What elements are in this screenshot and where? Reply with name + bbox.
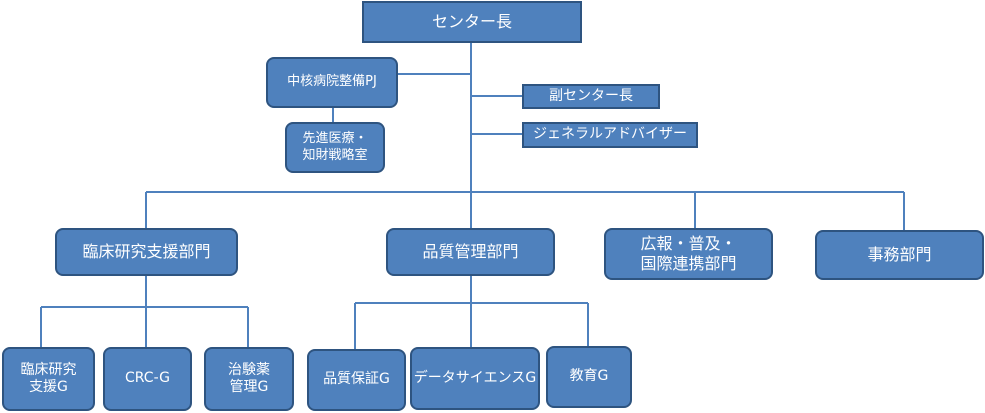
clinical-support-group-line2: 支援G	[29, 379, 68, 395]
pr-dept-line2: 国際連携部門	[640, 254, 737, 273]
quality-management-dept-label: 品質管理部門	[422, 242, 519, 261]
investigational-drug-group-line2: 管理G	[229, 379, 269, 395]
pr-international-dept-box: 広報・普及・ 国際連携部門	[604, 228, 773, 280]
general-advisor-label: ジェネラルアドバイザー	[533, 126, 687, 143]
investigational-drug-group-line1: 治験薬	[228, 361, 270, 378]
administration-dept-label: 事務部門	[867, 245, 932, 264]
deputy-director-label: 副センター長	[549, 87, 633, 104]
advanced-medicine-line1: 先進医療・	[302, 131, 368, 147]
clinical-support-dept-box: 臨床研究支援部門	[55, 228, 238, 276]
quality-assurance-group-box: 品質保証G	[307, 349, 406, 411]
pr-dept-line1: 広報・普及・	[640, 234, 737, 253]
data-science-group-box: データサイエンスG	[410, 347, 540, 410]
clinical-support-group-line1: 臨床研究	[20, 361, 77, 378]
core-hospital-pj-label: 中核病院整備PJ	[287, 74, 377, 90]
center-director-label: センター長	[431, 12, 512, 31]
advanced-medicine-box: 先進医療・ 知財戦略室	[285, 122, 385, 173]
investigational-drug-group-box: 治験薬 管理G	[204, 347, 294, 411]
clinical-support-group-box: 臨床研究 支援G	[2, 347, 95, 411]
quality-assurance-group-label: 品質保証G	[323, 371, 390, 388]
data-science-group-label: データサイエンスG	[413, 369, 537, 386]
crc-group-label: CRC-G	[125, 370, 170, 387]
deputy-director-box: 副センター長	[522, 84, 660, 109]
center-director-box: センター長	[362, 1, 582, 43]
advanced-medicine-line2: 知財戦略室	[302, 147, 368, 163]
administration-dept-box: 事務部門	[815, 230, 984, 280]
crc-group-box: CRC-G	[103, 347, 192, 411]
general-advisor-box: ジェネラルアドバイザー	[522, 122, 698, 148]
education-group-box: 教育G	[546, 346, 632, 408]
core-hospital-pj-box: 中核病院整備PJ	[266, 57, 398, 108]
clinical-support-dept-label: 臨床研究支援部門	[82, 242, 211, 261]
quality-management-dept-box: 品質管理部門	[386, 228, 555, 276]
education-group-label: 教育G	[569, 368, 609, 385]
